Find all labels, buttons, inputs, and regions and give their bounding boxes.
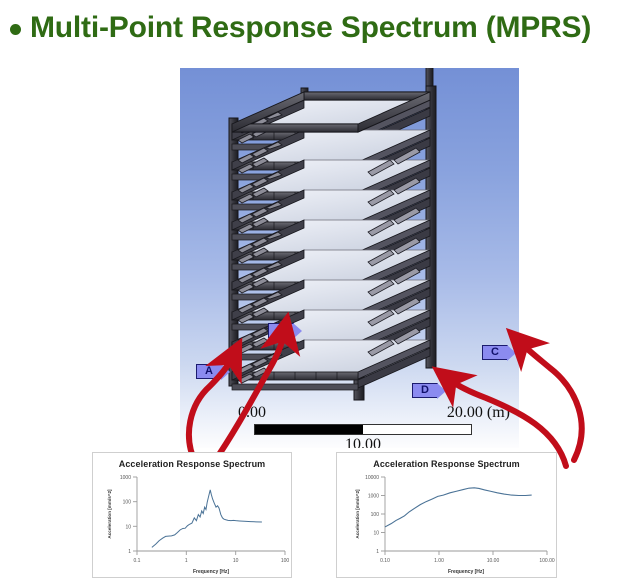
chart-right-plot: 1 10 100 1000 10000 0.10 1.00 10.00 100.… bbox=[355, 475, 555, 575]
chart-left-ytick-2: 100 bbox=[123, 500, 132, 506]
chart-left-series-line bbox=[151, 489, 262, 548]
chart-left-xlabel: Frequency [Hz] bbox=[193, 569, 229, 575]
scale-mid-value: 10.00 bbox=[345, 436, 381, 448]
chart-right-series-line bbox=[384, 487, 532, 528]
chart-right: Acceleration Response Spectrum 1 10 100 … bbox=[336, 452, 557, 578]
chart-left-ytick-0: 1 bbox=[128, 549, 131, 555]
page-title: Multi-Point Response Spectrum (MPRS) bbox=[0, 0, 621, 56]
chart-left-ytick-1: 10 bbox=[125, 524, 131, 530]
point-label-a[interactable]: A bbox=[196, 364, 232, 380]
chart-left-xtick-1: 1 bbox=[185, 558, 188, 564]
scale-fill bbox=[255, 425, 363, 434]
arrow-to-c bbox=[505, 327, 585, 463]
chart-right-ytick-3: 1000 bbox=[368, 494, 379, 500]
chart-right-xtick-0: 0.10 bbox=[380, 558, 390, 564]
chart-left-xtick-2: 10 bbox=[233, 558, 239, 564]
chart-right-title: Acceleration Response Spectrum bbox=[373, 459, 520, 469]
scale-left-value: 0.00 bbox=[238, 404, 266, 421]
chart-left-plot: 1 10 100 1000 0.1 1 10 100 Frequency [Hz… bbox=[107, 475, 290, 575]
chart-left-xtick-0: 0.1 bbox=[134, 558, 141, 564]
chart-right-ytick-4: 10000 bbox=[365, 475, 379, 481]
chart-right-ylabel: Acceleration [mm/s^2] bbox=[355, 489, 360, 539]
chart-right-xtick-2: 10.00 bbox=[487, 558, 500, 564]
model-storeys bbox=[231, 99, 431, 391]
chart-right-ytick-1: 10 bbox=[373, 531, 379, 537]
model-side-joists bbox=[367, 147, 421, 357]
chart-left-ylabel: Acceleration [mm/s^2] bbox=[107, 489, 112, 539]
scale-track bbox=[254, 424, 472, 435]
point-label-c[interactable]: C bbox=[482, 345, 518, 361]
building-model-panel: 0.00 20.00 (m) 10.00 bbox=[180, 68, 519, 448]
chart-right-xlabel: Frequency [Hz] bbox=[448, 569, 484, 575]
chart-right-ytick-2: 100 bbox=[371, 512, 380, 518]
chart-left-title: Acceleration Response Spectrum bbox=[118, 459, 266, 469]
bullet-icon bbox=[10, 23, 21, 35]
chart-right-xtick-3: 100.00 bbox=[539, 558, 555, 564]
chart-left: Acceleration Response Spectrum 1 10 100 … bbox=[92, 452, 292, 578]
scale-right-value: 20.00 (m) bbox=[446, 404, 510, 421]
point-label-b[interactable]: B bbox=[268, 323, 304, 339]
chart-right-xtick-1: 1.00 bbox=[434, 558, 444, 564]
point-label-d[interactable]: D bbox=[412, 383, 448, 399]
chart-left-ytick-3: 1000 bbox=[120, 475, 131, 481]
chart-left-xtick-3: 100 bbox=[281, 558, 290, 564]
chart-right-ytick-0: 1 bbox=[376, 549, 379, 555]
scale-bar: 0.00 20.00 (m) 10.00 bbox=[238, 404, 510, 448]
title-text: Multi-Point Response Spectrum (MPRS) bbox=[30, 11, 592, 44]
building-model-graphic bbox=[228, 68, 437, 401]
